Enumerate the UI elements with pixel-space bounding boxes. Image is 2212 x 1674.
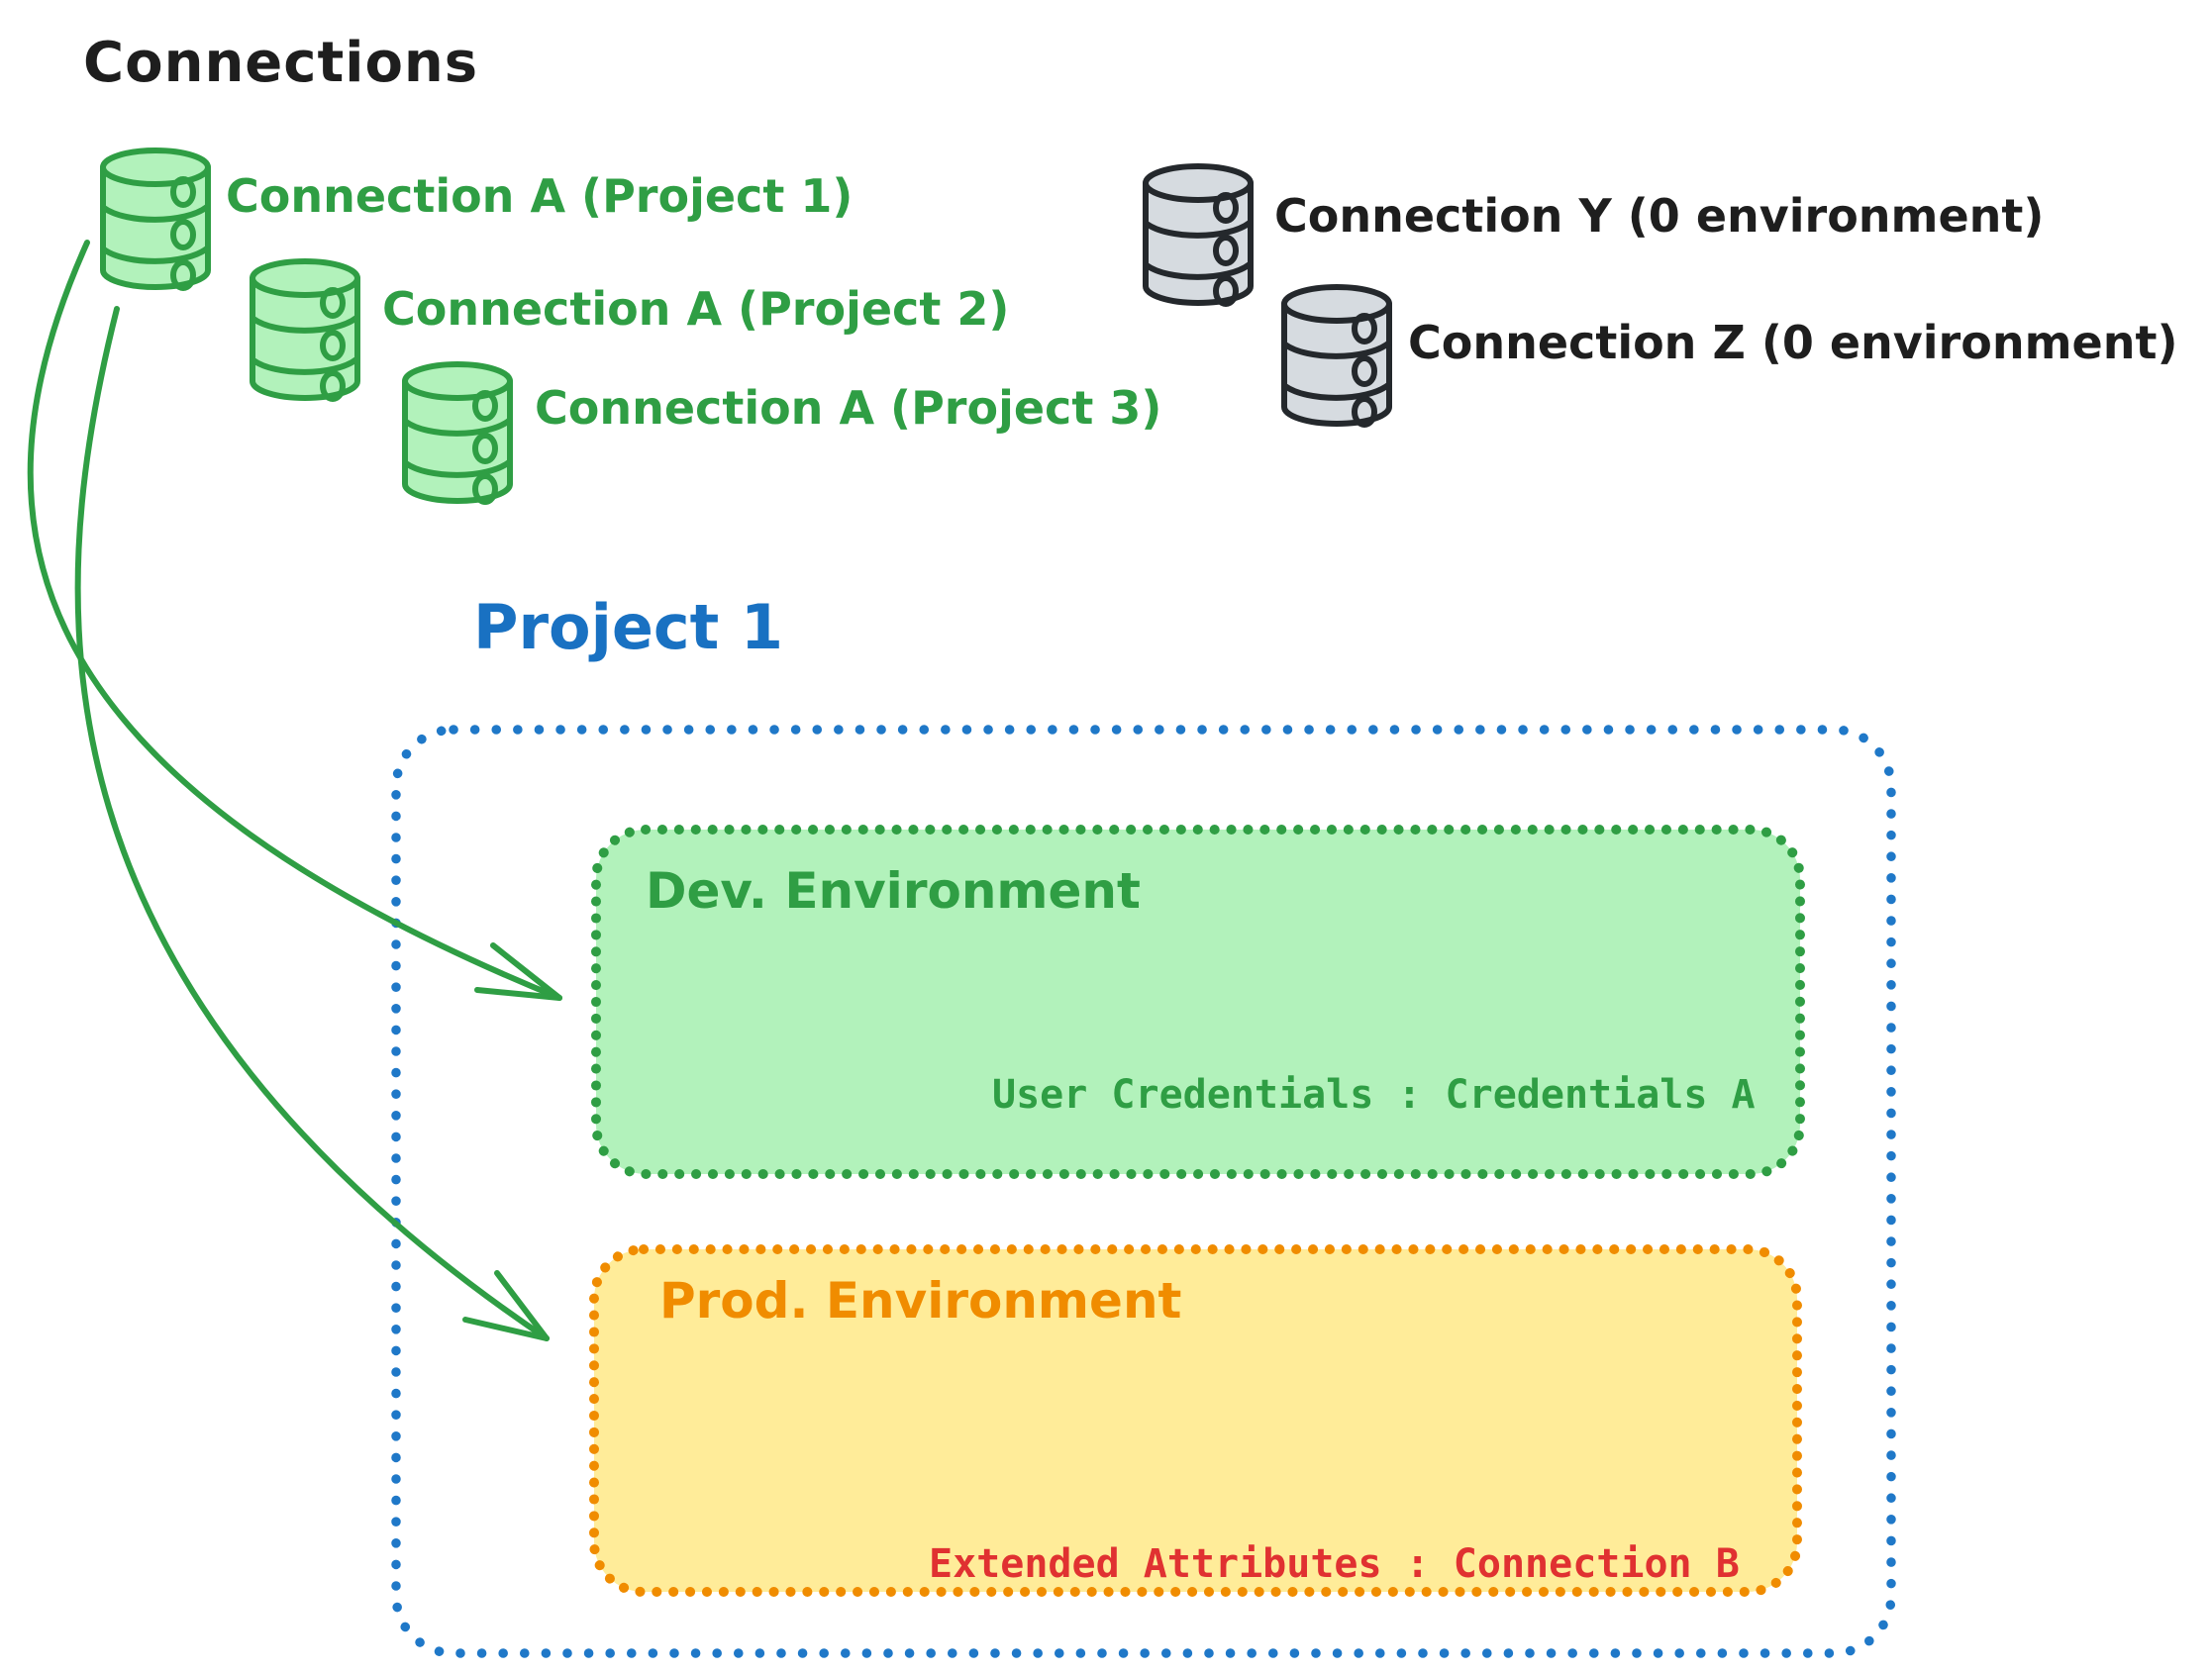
connection-a-project-1-label: Connection A (Project 1) <box>226 169 854 223</box>
diagram-title: Connections <box>83 31 479 95</box>
prod-environment-box <box>589 1244 1802 1597</box>
database-icon-connection-a-project-3 <box>405 364 510 502</box>
prod-environment-credentials-text: Extended Attributes : Connection B Ext.A… <box>929 1445 1763 1674</box>
dev-environment-credentials-text: User Credentials : Credentials A <box>992 1072 1756 1118</box>
connection-a-project-2-label: Connection A (Project 2) <box>382 282 1010 336</box>
dev-environment-box <box>591 825 1805 1179</box>
database-icon-connection-a-project-1 <box>103 150 208 288</box>
arrow-to-dev-environment <box>27 240 562 1001</box>
database-icon-connection-z <box>1284 287 1389 425</box>
prod-environment-title: Prod. Environment <box>659 1272 1182 1329</box>
dev-environment-title: Dev. Environment <box>646 862 1141 920</box>
database-icon-connection-y <box>1146 166 1251 304</box>
connection-a-project-3-label: Connection A (Project 3) <box>535 381 1162 435</box>
connection-z-label: Connection Z (0 environment) <box>1408 316 2178 369</box>
arrow-to-prod-environment <box>74 306 550 1341</box>
connection-y-label: Connection Y (0 environment) <box>1274 189 2045 243</box>
project-title: Project 1 <box>473 591 784 663</box>
prod-binding-line-1: Extended Attributes : Connection B <box>929 1541 1740 1587</box>
project-box <box>391 725 1896 1658</box>
database-icon-connection-a-project-2 <box>252 261 357 399</box>
